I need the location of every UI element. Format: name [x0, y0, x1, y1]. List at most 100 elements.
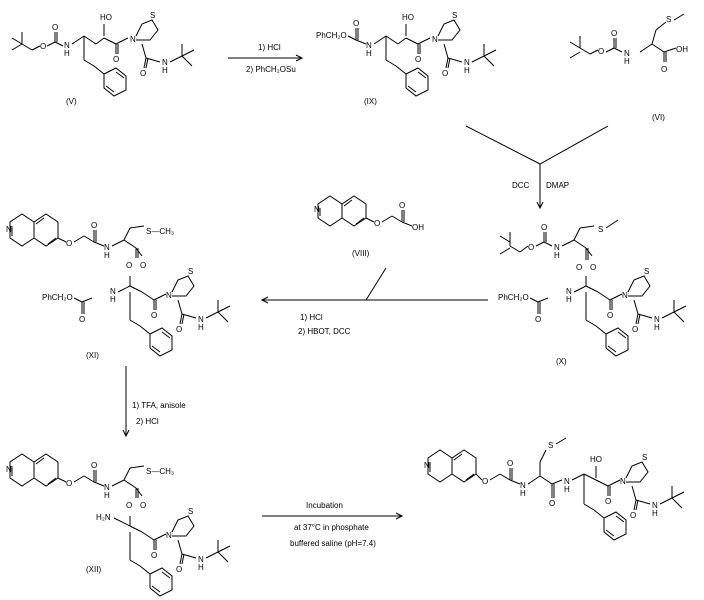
atom-O: O [590, 263, 596, 272]
atom-O: O [549, 499, 555, 508]
step5-line2: at 37°C in phosphate [294, 523, 369, 532]
atom-O: O [607, 311, 613, 320]
compound-label-XI: (XI) [86, 351, 99, 360]
atom-O: O [605, 497, 611, 506]
atom-H: H [654, 323, 660, 332]
atom-N: N [162, 58, 168, 67]
atom-N: N [104, 243, 110, 252]
atom-O: O [52, 23, 58, 32]
atom-N: N [130, 35, 136, 44]
atom-O: O [374, 219, 380, 228]
compound-VIII: N O O OH (VIII) [314, 195, 424, 258]
atom-H: H [554, 251, 560, 260]
atom-H: H [104, 251, 110, 260]
atom-O: O [176, 325, 182, 334]
atom-S-methyl: S [598, 225, 603, 234]
atom-N: N [166, 531, 172, 540]
atom-H: H [198, 563, 204, 572]
atom-H: H [110, 295, 116, 304]
compound-label-VIII: (VIII) [352, 249, 370, 258]
atom-H: H [366, 49, 372, 58]
atom-O: O [79, 315, 85, 324]
atom-HO: HO [402, 13, 414, 22]
atom-O: O [399, 201, 405, 210]
atom-O: O [528, 243, 534, 252]
atom-O: O [140, 501, 146, 510]
atom-PhCH2O: PhCH₂O [498, 293, 529, 302]
atom-N: N [564, 477, 570, 486]
arrow-step2: DCC DMAP [465, 125, 609, 210]
compound-XII: N O O N H S—CH₃ O O H₂N O N S O N H (XII… [6, 453, 231, 597]
step5-line3: buffered saline (pH=7.4) [290, 539, 376, 548]
atom-O: O [91, 461, 97, 470]
atom-N: N [6, 225, 12, 234]
atom-O: O [630, 511, 636, 520]
atom-S: S [644, 267, 649, 276]
atom-O: O [66, 239, 72, 248]
compound-XI: N O O N H S—CH₃ O O PhCH₂O O N H O N S O… [6, 213, 231, 360]
atom-H: H [652, 509, 658, 518]
atom-H: H [162, 66, 168, 75]
atom-S: S [642, 453, 647, 462]
atom-H: H [464, 66, 470, 75]
atom-O: O [140, 69, 146, 78]
atom-O: O [40, 42, 46, 51]
atom-O: O [576, 263, 582, 272]
atom-N: N [566, 287, 572, 296]
atom-N: N [622, 291, 628, 300]
step1-reagent2: 2) PhCH₂OSu [246, 65, 296, 74]
atom-O: O [126, 501, 132, 510]
atom-PhCH2O: PhCH₂O [42, 293, 73, 302]
atom-N: N [104, 483, 110, 492]
compound-label-V: (V) [66, 97, 77, 106]
compound-final-product: N O O N H S O N H HO O N S O N H [424, 437, 685, 541]
arrow-step3: 1) HCl 2) HBOT, DCC [260, 267, 488, 336]
atom-N: N [198, 555, 204, 564]
atom-N: N [314, 205, 320, 214]
atom-H: H [624, 57, 630, 66]
atom-S: S [150, 11, 155, 20]
atom-S-CH3: S—CH₃ [146, 227, 174, 236]
atom-H: H [566, 295, 572, 304]
atom-H: H [564, 485, 570, 494]
atom-S-CH3: S—CH₃ [146, 467, 174, 476]
atom-H: H [520, 489, 526, 498]
atom-S-methyl: S [548, 441, 553, 450]
atom-H2N: H₂N [96, 513, 111, 522]
atom-O: O [176, 565, 182, 574]
atom-N: N [110, 287, 116, 296]
compound-label-IX: (IX) [364, 97, 377, 106]
atom-O: O [140, 261, 146, 270]
atom-O: O [151, 311, 157, 320]
step2-reagent-DMAP: DMAP [546, 181, 569, 190]
atom-O: O [507, 459, 513, 468]
compound-label-X: (X) [556, 357, 567, 366]
step2-reagent-DCC: DCC [512, 181, 530, 190]
atom-O: O [353, 19, 359, 28]
atom-S: S [452, 11, 457, 20]
atom-N: N [166, 291, 172, 300]
atom-O: O [535, 315, 541, 324]
atom-N: N [624, 49, 630, 58]
atom-HO: HO [100, 13, 112, 22]
arrow-step1: 1) HCl 2) PhCH₂OSu [228, 43, 304, 74]
atom-H: H [198, 323, 204, 332]
compound-label-VI: (VI) [652, 113, 665, 122]
atom-OH: OH [676, 45, 688, 54]
atom-N: N [366, 41, 372, 50]
step4-reagent1: 1) TFA, anisole [132, 401, 186, 410]
atom-O: O [442, 69, 448, 78]
atom-O: O [151, 551, 157, 560]
compound-V: O O N H HO O N S O N H (V) [11, 11, 195, 106]
atom-O: O [482, 477, 488, 486]
atom-S: S [188, 267, 193, 276]
atom-O: O [611, 29, 617, 38]
atom-O: O [541, 223, 547, 232]
atom-S: S [666, 15, 671, 24]
atom-O: O [598, 47, 604, 56]
arrow-step4: 1) TFA, anisole 2) HCl [122, 366, 186, 438]
atom-N: N [620, 477, 626, 486]
atom-O: O [113, 55, 119, 64]
atom-H: H [64, 49, 70, 58]
atom-N: N [652, 501, 658, 510]
